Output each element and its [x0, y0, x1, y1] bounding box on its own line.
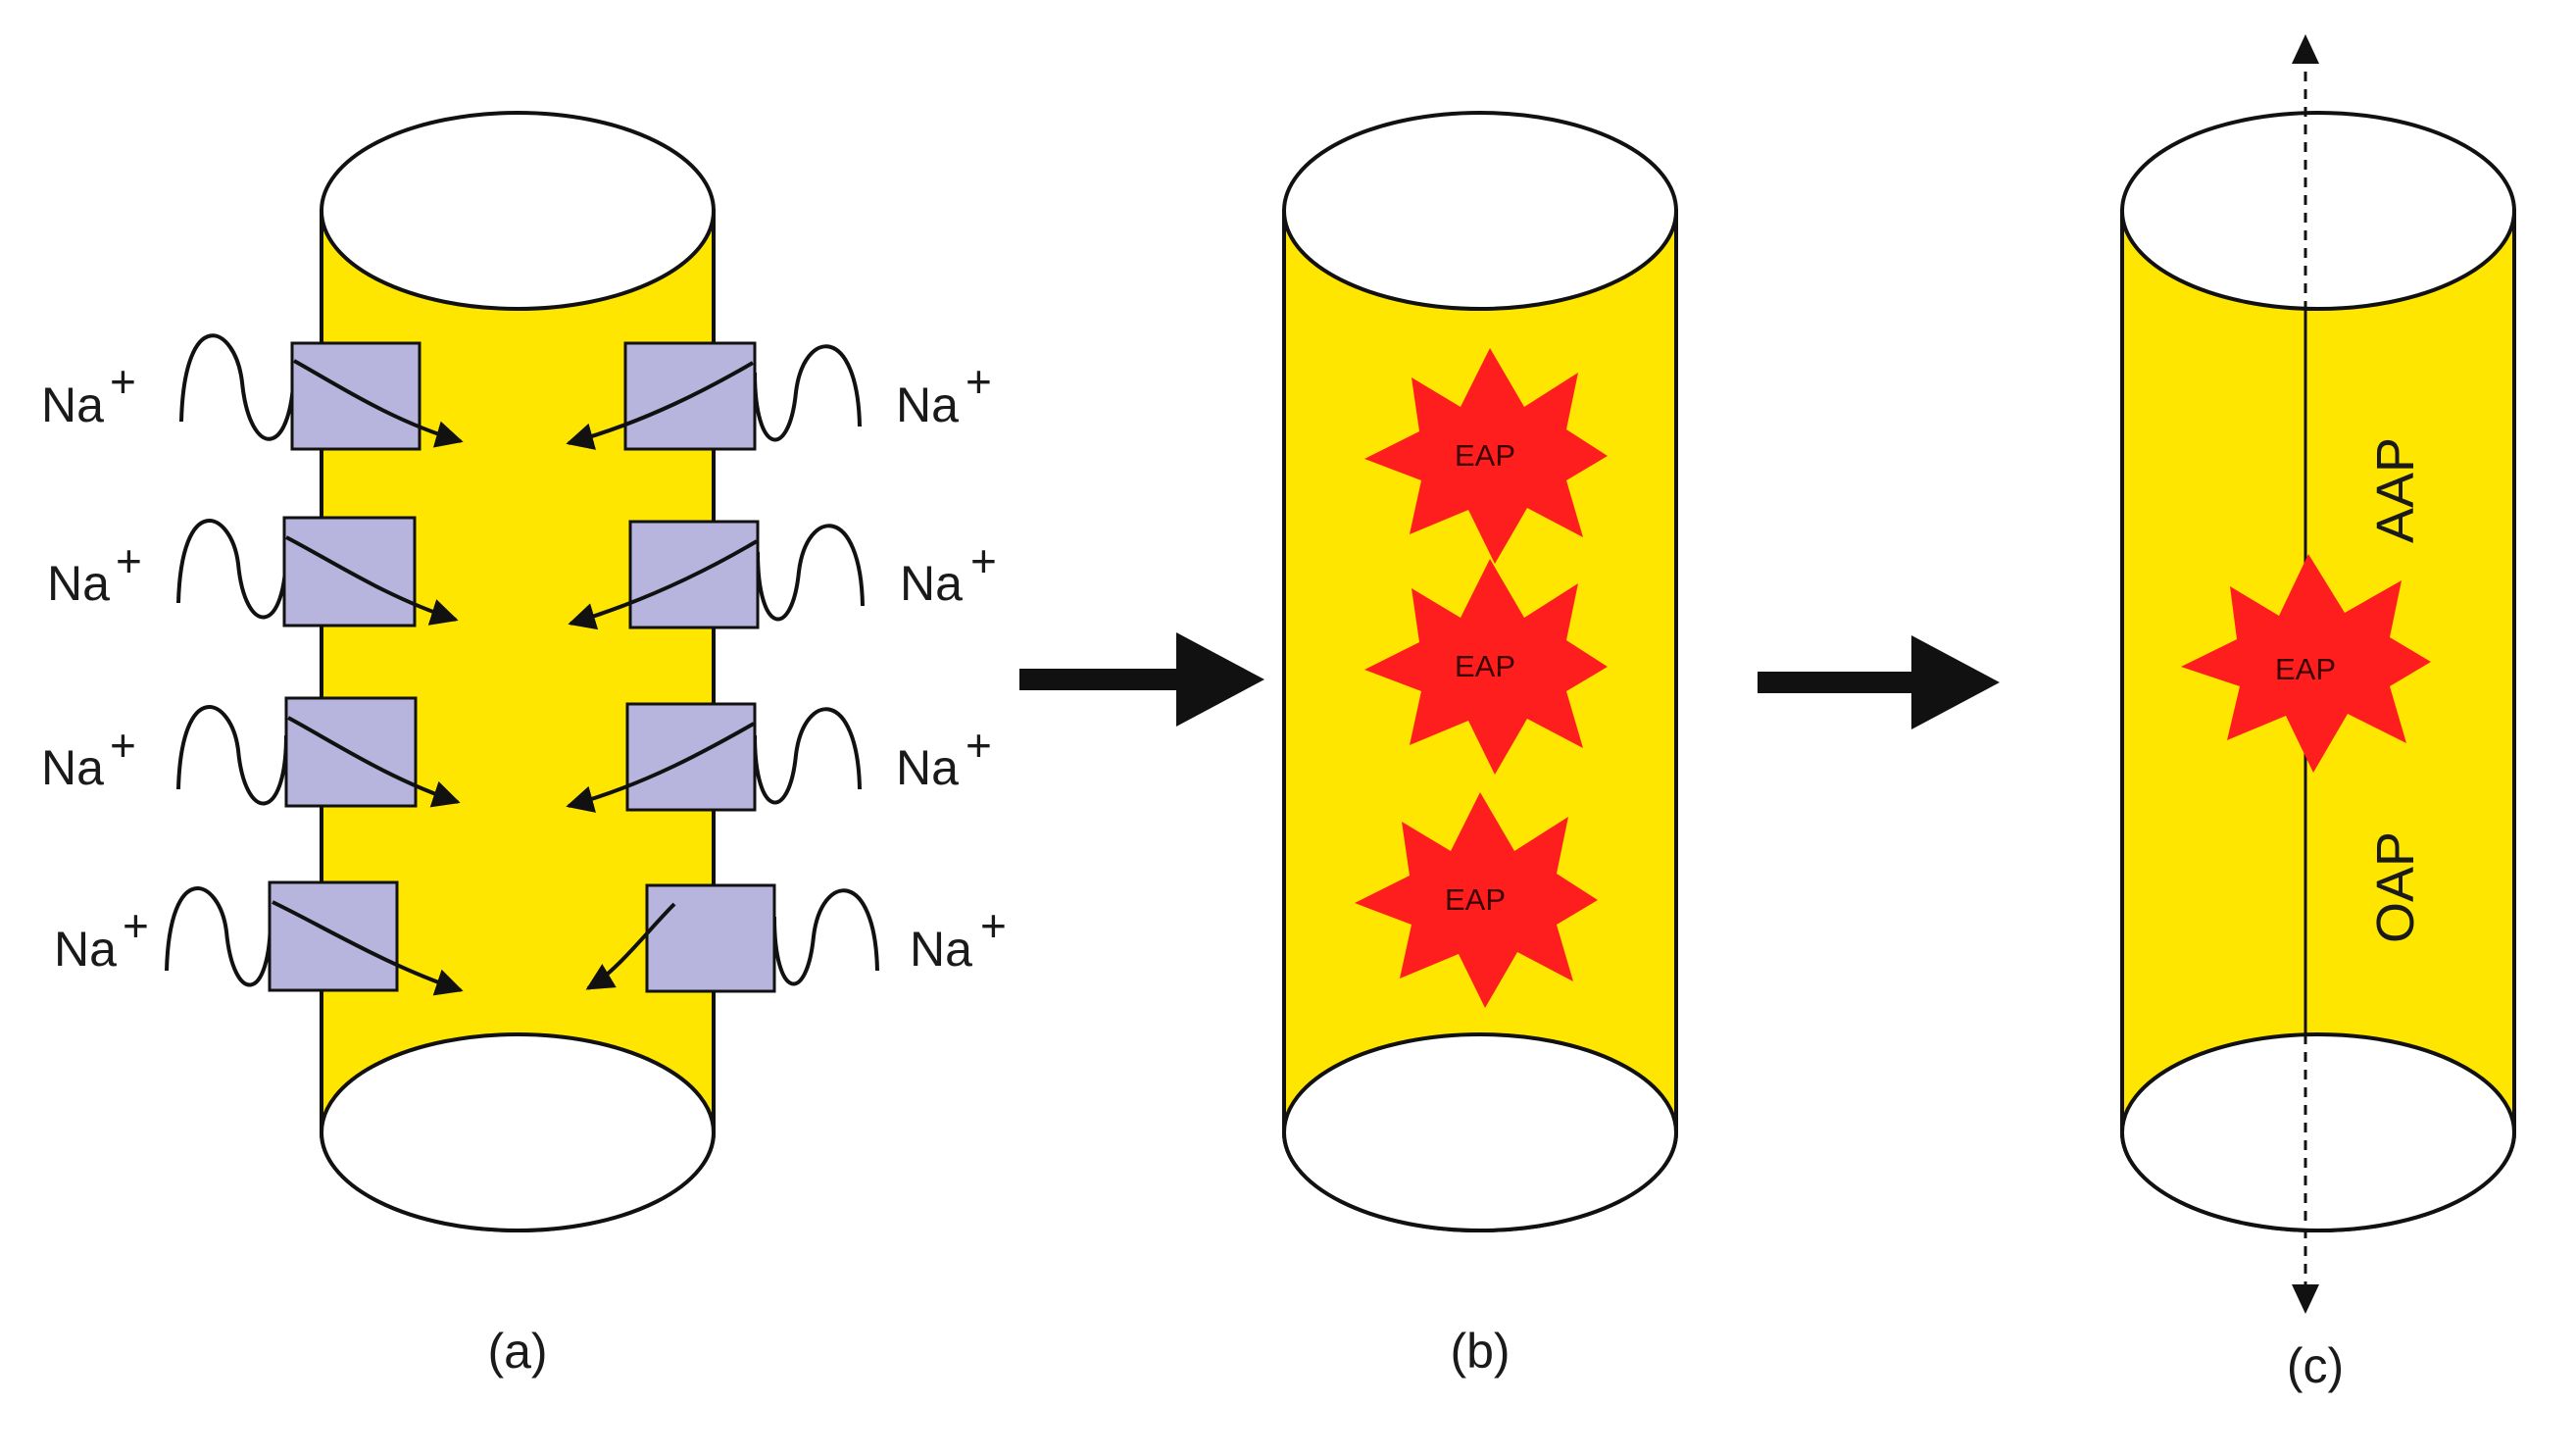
- starburst-icon: [1364, 559, 1608, 775]
- ion-label: Na: [896, 377, 959, 432]
- influx-arrow-icon: [585, 902, 676, 990]
- down-arrow-icon: [2292, 1284, 2319, 1314]
- ion-label: Na: [900, 556, 963, 611]
- panel-caption: (c): [2287, 1338, 2344, 1393]
- ion-label: Na: [41, 377, 104, 432]
- sodium-channel-left-1: Na +: [41, 333, 464, 451]
- ion-label: Na: [896, 740, 959, 795]
- sodium-channel-right-2: Na +: [568, 520, 997, 630]
- influx-arrow-icon: [272, 900, 464, 996]
- influx-arrow-icon: [568, 539, 759, 630]
- sodium-wave-icon: [753, 707, 862, 805]
- eap-burst-center: EAP: [2181, 554, 2431, 773]
- eap-label: EAP: [1455, 438, 1515, 473]
- ion-label: Na: [41, 740, 104, 795]
- anterograde-label: AAP: [2366, 437, 2425, 543]
- sodium-wave-icon: [176, 705, 288, 806]
- sodium-wave-icon: [772, 888, 879, 986]
- eap-burst-3: EAP: [1355, 792, 1598, 1008]
- cylinder-top-opening: [320, 111, 716, 311]
- cylinder-bottom-opening: [1282, 1032, 1678, 1232]
- channel-box: [268, 880, 399, 992]
- starburst-icon: [1355, 792, 1598, 1008]
- ion-label: Na: [47, 556, 110, 611]
- right-arrow-icon: [1758, 635, 2000, 729]
- up-arrow-icon: [2292, 34, 2319, 64]
- sodium-channel-left-3: Na +: [41, 696, 461, 808]
- cylinder-bottom-opening: [2120, 1032, 2516, 1232]
- panel-caption: (b): [1450, 1324, 1510, 1379]
- sodium-wave-icon: [753, 344, 862, 442]
- sodium-wave-icon: [756, 524, 865, 622]
- panel-caption: (a): [487, 1324, 547, 1379]
- influx-arrow-icon: [293, 359, 464, 448]
- cylinder-top-opening: [1282, 111, 1678, 311]
- sodium-channel-right-3: Na +: [566, 702, 992, 813]
- ion-charge: +: [970, 535, 997, 586]
- panel-c: EAP AAP OAP (c): [2120, 34, 2516, 1393]
- ion-charge: +: [110, 356, 136, 407]
- panel-b: EAP EAP EAP (b): [1282, 111, 1678, 1379]
- sodium-channel-left-2: Na +: [47, 516, 459, 628]
- influx-arrow-icon: [566, 361, 755, 450]
- ion-label: Na: [54, 922, 117, 977]
- eap-burst-2: EAP: [1364, 559, 1608, 775]
- sodium-channel-right-1: Na +: [566, 341, 992, 451]
- influx-arrow-icon: [566, 722, 755, 813]
- cylinder-a: [320, 111, 716, 1232]
- ion-charge: +: [980, 900, 1007, 951]
- sodium-wave-icon: [179, 333, 296, 441]
- sodium-channel-right-4: Na +: [585, 883, 1007, 993]
- eap-burst-1: EAP: [1364, 348, 1608, 564]
- sodium-channel-left-4: Na +: [54, 880, 464, 996]
- cylinder-top-opening: [2120, 111, 2516, 311]
- starburst-icon: [1364, 348, 1608, 564]
- ion-label: Na: [910, 922, 972, 977]
- orthograde-label: OAP: [2366, 831, 2425, 943]
- ion-charge: +: [966, 356, 992, 407]
- sodium-wave-icon: [165, 886, 272, 987]
- ion-charge: +: [116, 535, 142, 586]
- influx-arrow-icon: [287, 716, 461, 808]
- ion-charge: +: [110, 720, 136, 771]
- ion-charge: +: [966, 720, 992, 771]
- right-arrow-icon: [1019, 632, 1264, 727]
- eap-label: EAP: [1455, 649, 1515, 683]
- channel-box: [645, 883, 776, 993]
- sodium-wave-icon: [176, 519, 288, 620]
- eap-label: EAP: [1445, 882, 1506, 917]
- panel-a: Na + Na + Na + Na + Na: [41, 111, 1007, 1379]
- eap-label: EAP: [2275, 652, 2336, 686]
- influx-arrow-icon: [285, 535, 459, 626]
- starburst-icon: [2181, 554, 2431, 773]
- ion-charge: +: [123, 900, 149, 951]
- cylinder-bottom-opening: [320, 1032, 716, 1232]
